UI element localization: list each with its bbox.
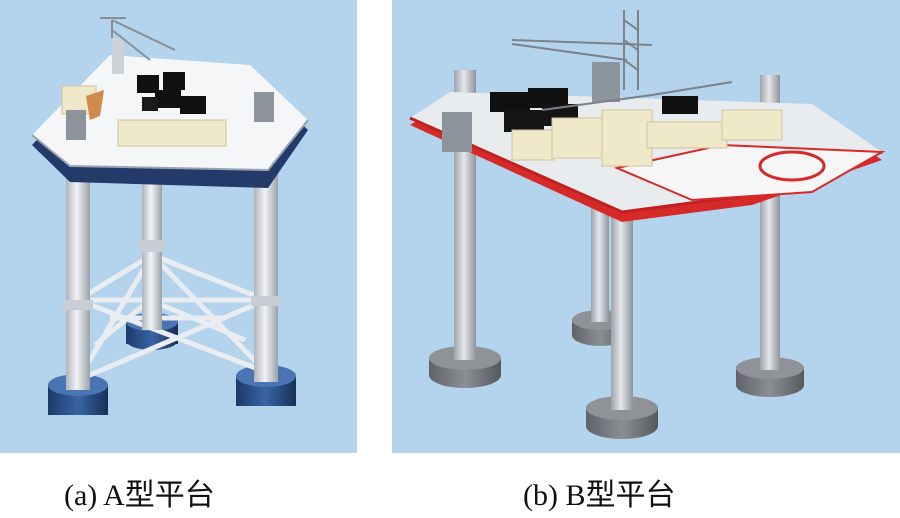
caption-a: (a) A型平台 <box>64 479 215 512</box>
crane <box>100 17 176 61</box>
cranes <box>511 10 733 111</box>
truss-bracing <box>69 252 268 383</box>
deck-equipment <box>442 62 783 167</box>
deck-equipment <box>61 38 274 147</box>
panel-b-image <box>392 0 900 453</box>
panel-a-image <box>0 0 357 453</box>
caption-b: (b) B型平台 <box>523 479 676 512</box>
legs <box>63 160 281 390</box>
helideck <box>613 143 886 202</box>
